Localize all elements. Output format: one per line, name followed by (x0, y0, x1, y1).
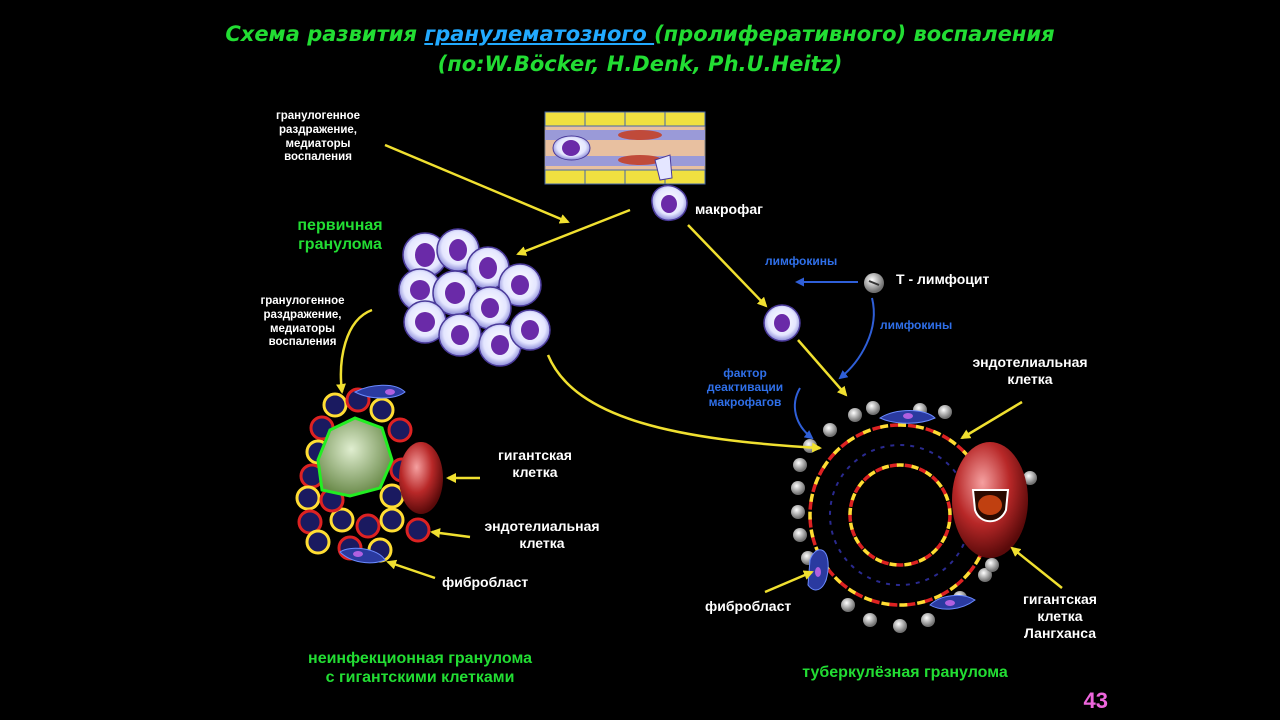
label-t-lymphocyte: Т - лимфоцит (896, 271, 990, 287)
label-irritation-left: гранулогенное раздражение, медиаторы вос… (260, 295, 345, 349)
primary-granuloma-cluster (398, 228, 551, 367)
yellow-arrows (336, 143, 1063, 594)
label-endothelial-left: эндотелиальная клетка (484, 518, 600, 551)
label-fibroblast-right: фибробласт (705, 598, 792, 614)
label-giant-cell-left: гигантская клетка (498, 447, 572, 480)
label-tuberculous: туберкулёзная гранулома (802, 664, 1008, 681)
blue-arrows (793, 277, 875, 440)
label-noninfectious: неинфекционная гранулома с гигантскими к… (308, 650, 532, 687)
label-endothelial-right: эндотелиальная клетка (972, 354, 1088, 387)
label-langhans: гигантская клетка Лангханса (1023, 591, 1097, 641)
label-lymphokines-2: лимфокины (880, 318, 953, 332)
title-suffix: (пролиферативного) воспаления (654, 22, 1055, 46)
macrophage-cell (651, 184, 688, 222)
label-irritation-top: гранулогенное раздражение, медиаторы вос… (275, 110, 361, 164)
t-lymphocyte-cell (864, 273, 884, 293)
slide-title: Схема развития гранулематозного (пролифе… (0, 22, 1280, 46)
blood-vessel (544, 111, 706, 185)
label-deactivation-factor: фактор деактивации макрофагов (706, 366, 784, 409)
label-lymphokines-1: лимфокины (765, 254, 838, 268)
label-fibroblast-left: фибробласт (442, 574, 529, 590)
activated-macrophage-cell (763, 304, 801, 342)
label-macrophage: макрофаг (695, 201, 763, 217)
title-prefix: Схема развития (225, 22, 425, 46)
title-highlight: гранулематозного (424, 22, 655, 46)
label-primary-granuloma: первичная гранулома (297, 217, 383, 254)
slide-subtitle: (по:W.Böcker, H.Denk, Ph.U.Heitz) (437, 52, 843, 76)
tuberculous-granuloma (791, 401, 1037, 633)
noninfectious-granuloma (295, 384, 443, 564)
page-number: 43 (1083, 688, 1108, 713)
